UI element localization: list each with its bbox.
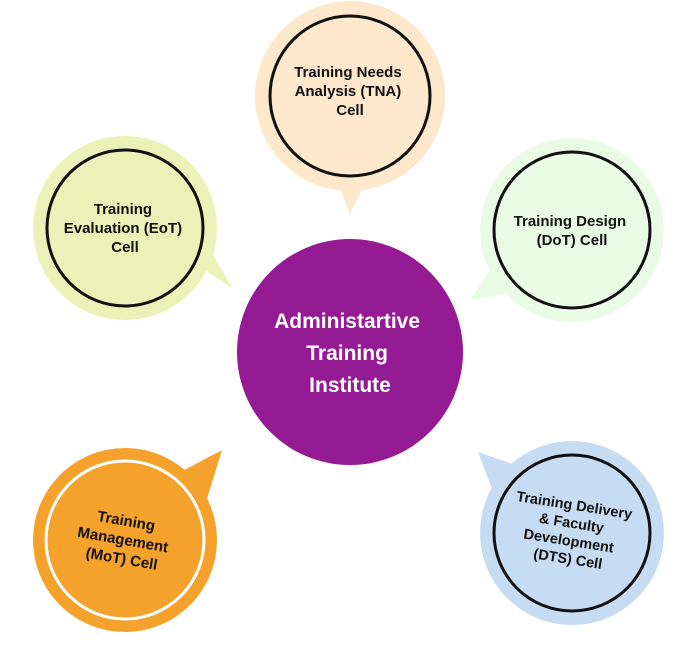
dot-bubble-ring (492, 150, 652, 310)
dot-cell-bubble: Training Design (DoT) Cell (470, 138, 664, 322)
mot-bubble-ring (44, 459, 206, 621)
center-hub-circle (237, 239, 463, 465)
eot-bubble-outer (33, 136, 217, 320)
dot-cell-label: Training Design (DoT) Cell (514, 213, 631, 249)
tna-cell-bubble: Training Needs Analysis (TNA) Cell (255, 1, 445, 214)
eot-cell-label: Training Evaluation (EoT) Cell (64, 201, 187, 256)
dot-bubble-outer (480, 138, 664, 322)
eot-bubble-ring (45, 148, 205, 308)
tna-bubble-outer (255, 1, 445, 191)
dts-cell-bubble: Training Delivery & Faculty Development … (478, 441, 664, 625)
dts-bubble-ring (492, 453, 652, 613)
tna-cell-label: Training Needs Analysis (TNA) Cell (294, 64, 406, 119)
mot-bubble-outer (33, 448, 217, 632)
center-hub: Administartive Training Institute (237, 239, 463, 465)
tna-bubble-ring (268, 14, 432, 178)
center-hub-label: Administartive Training Institute (274, 310, 426, 397)
dts-bubble-outer (480, 441, 664, 625)
mot-cell-bubble: Training Management (MoT) Cell (33, 448, 222, 632)
mot-bubble-pointer (175, 450, 222, 505)
eot-cell-bubble: Training Evaluation (EoT) Cell (33, 136, 232, 320)
